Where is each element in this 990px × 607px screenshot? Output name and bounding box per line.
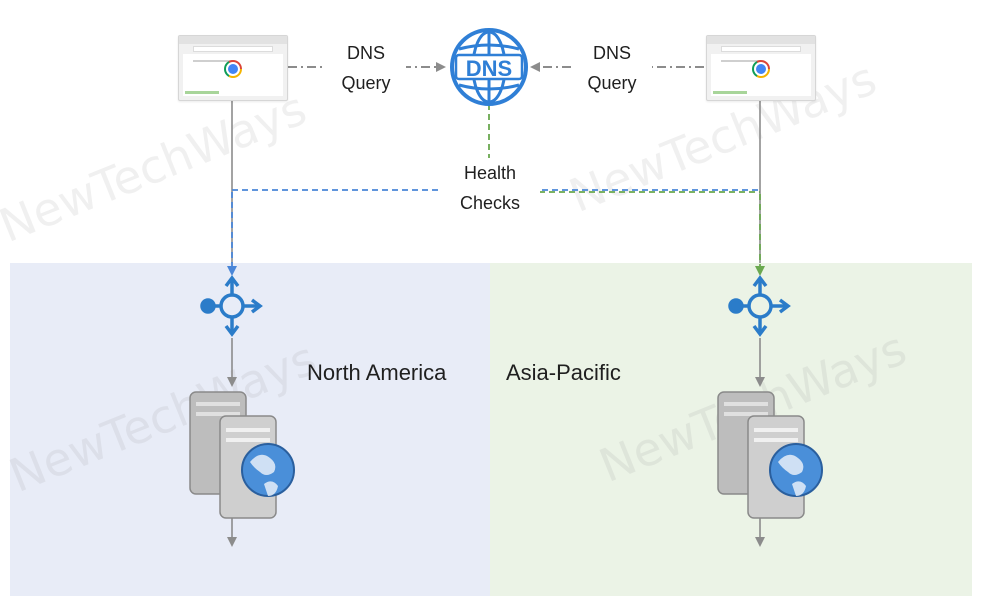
load-balancer-icon	[728, 275, 791, 337]
dns-query-label-left: DNS Query	[326, 38, 406, 98]
browser-client-left	[178, 35, 288, 101]
chrome-icon	[752, 60, 770, 78]
dns-globe-icon: DNS	[450, 28, 528, 106]
region-label-north-america: North America	[307, 360, 447, 385]
browser-client-right	[706, 35, 816, 101]
chrome-icon	[224, 60, 242, 78]
dns-server-label: DNS	[466, 56, 512, 81]
region-label-asia-pacific: Asia-Pacific	[506, 360, 621, 385]
load-balancer-icon	[200, 275, 263, 337]
web-server-icon	[717, 391, 823, 519]
dns-query-label-right: DNS Query	[572, 38, 652, 98]
health-checks-label: Health Checks	[440, 158, 540, 218]
web-server-icon	[189, 391, 295, 519]
